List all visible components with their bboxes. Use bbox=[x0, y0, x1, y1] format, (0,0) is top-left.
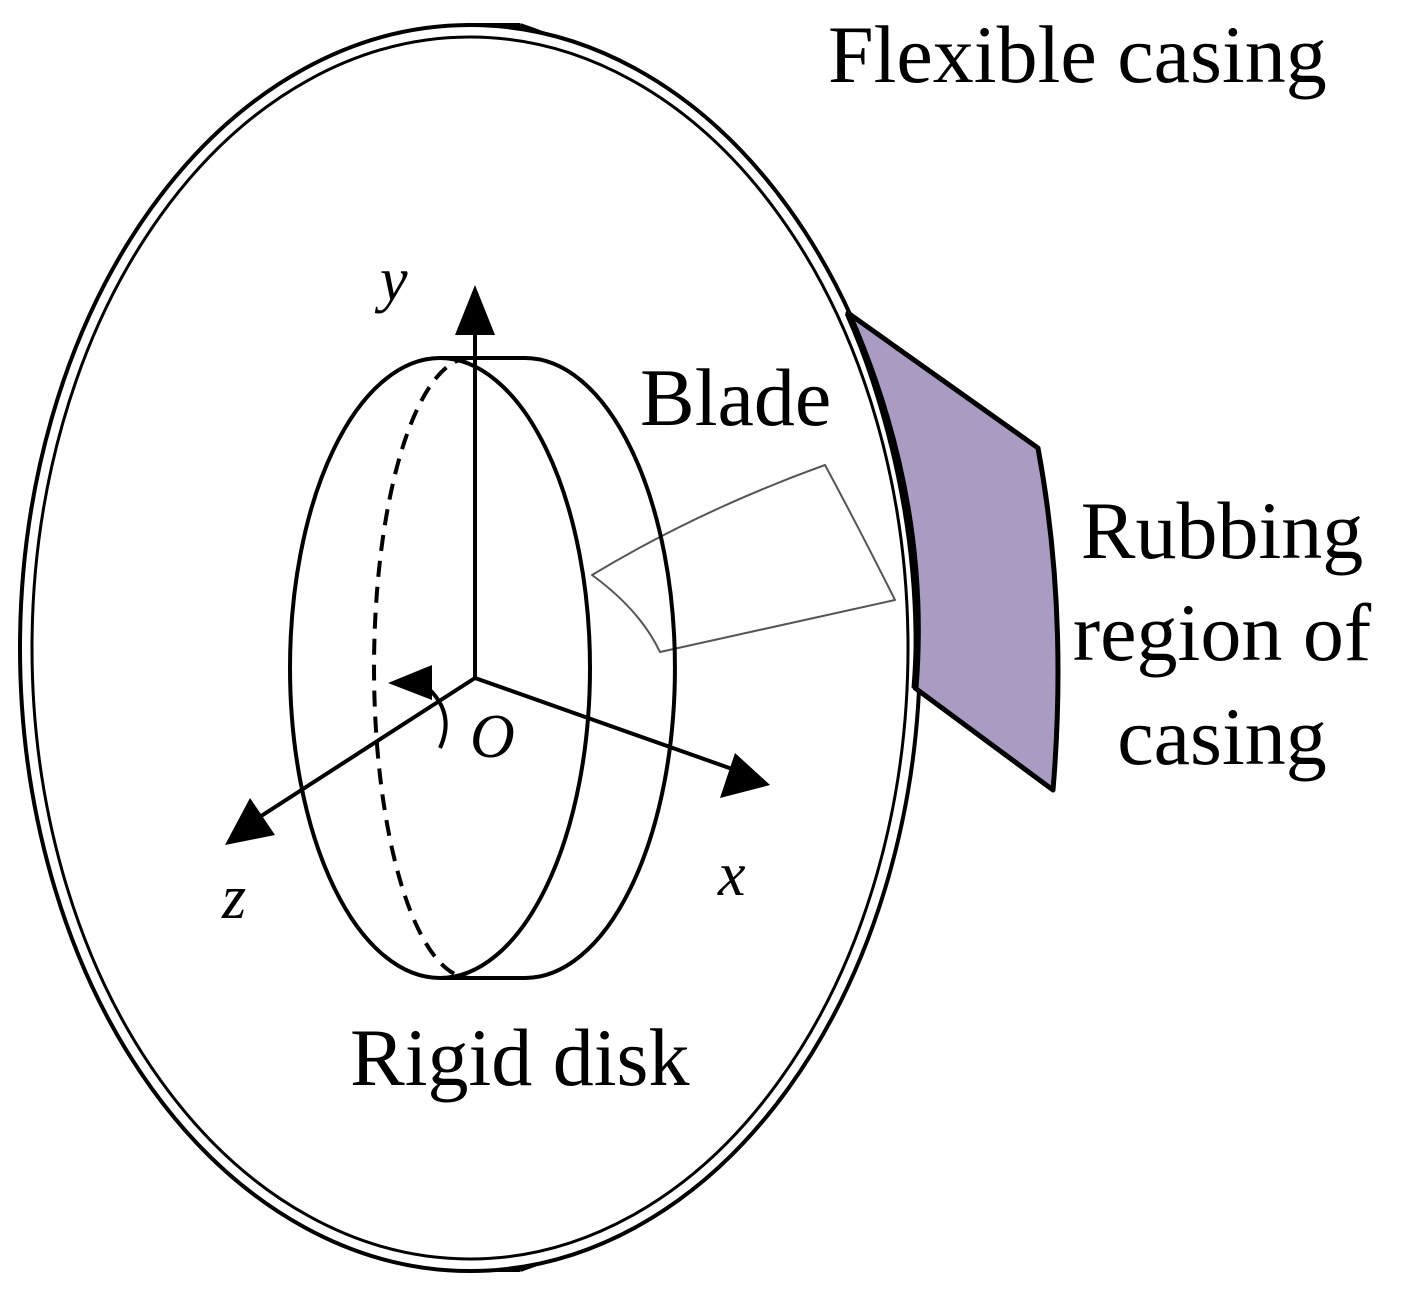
x-axis-line bbox=[474, 676, 736, 772]
z-axis-label: z bbox=[221, 864, 246, 932]
casing-front-inner-ring bbox=[30, 35, 910, 1261]
rotation-arrowhead bbox=[388, 665, 432, 700]
rigid-disk-label: Rigid disk bbox=[350, 1012, 689, 1103]
coordinate-axes bbox=[225, 285, 770, 845]
y-axis-label: y bbox=[374, 246, 408, 314]
x-axis-arrowhead bbox=[720, 753, 770, 798]
rotation-arc bbox=[428, 688, 448, 749]
rubbing-rim-contact bbox=[844, 311, 921, 689]
z-axis-arrowhead bbox=[225, 798, 275, 845]
blade-shape bbox=[591, 464, 896, 653]
blade-label: Blade bbox=[640, 352, 831, 443]
flexible-casing-label: Flexible casing bbox=[828, 9, 1327, 100]
disk-back-half bbox=[372, 356, 471, 980]
disk-front-face bbox=[288, 356, 592, 980]
rubbing-region-label-line-2: region of bbox=[1073, 587, 1372, 678]
disk-outer-arc bbox=[524, 356, 677, 980]
y-axis-arrowhead bbox=[455, 285, 495, 335]
origin-label: O bbox=[470, 703, 515, 771]
rubbing-region-label-line-1: Rubbing bbox=[1081, 485, 1363, 576]
x-axis-label: x bbox=[717, 841, 746, 909]
rigid-disk bbox=[288, 356, 677, 980]
rubbing-region-label-line-3: casing bbox=[1117, 691, 1326, 782]
